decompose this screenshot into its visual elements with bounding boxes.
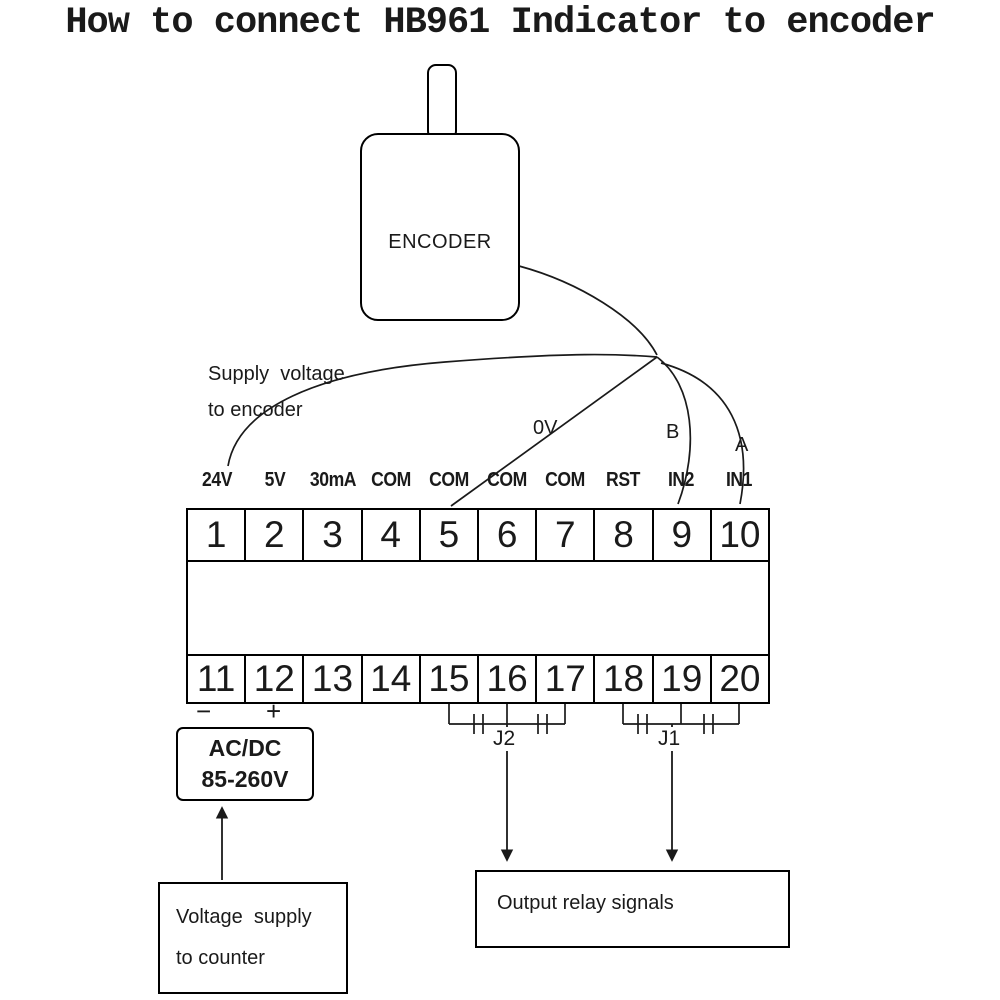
note-supply-voltage: Supply voltage	[208, 363, 345, 385]
acdc-supply-box: AC/DC 85-260V	[176, 727, 314, 801]
terminal-cell-13: 13	[304, 656, 363, 702]
encoder-label: ENCODER	[388, 230, 492, 253]
terminal-labels-row: 24V 5V 30mA COM COM COM COM RST IN2 IN1	[188, 462, 768, 492]
polarity-minus: −	[196, 696, 212, 726]
terminal-cell-1: 1	[188, 510, 247, 560]
note-to-encoder: to encoder	[208, 399, 303, 421]
terminal-cell-12: 12	[246, 656, 305, 702]
terminal-label-30ma: 30mA	[309, 469, 357, 491]
terminal-block: 1 2 3 4 5 6 7 8 9 10 11 12 13 14 15 16 1…	[186, 508, 770, 704]
voltage-supply-box: Voltage supply to counter	[158, 882, 348, 994]
acdc-voltage-range: 85-260V	[201, 766, 289, 792]
terminal-cell-16: 16	[479, 656, 538, 702]
acdc-label: AC/DC	[208, 734, 282, 761]
terminal-cell-5: 5	[421, 510, 480, 560]
terminal-cell-15: 15	[421, 656, 480, 702]
voltage-supply-line2: to counter	[176, 947, 265, 969]
terminal-label-com-1: COM	[371, 469, 411, 491]
voltage-supply-line1: Voltage supply	[176, 906, 312, 928]
terminal-label-com-3: COM	[487, 469, 527, 491]
encoder-body: ENCODER	[360, 133, 520, 321]
terminal-cell-9: 9	[654, 510, 712, 560]
terminal-label-5v: 5V	[264, 469, 286, 491]
terminal-cell-17: 17	[537, 656, 596, 702]
jumper-j1-label: J1	[655, 727, 684, 751]
terminal-cell-11: 11	[188, 656, 247, 702]
jumper-j2-label: J2	[490, 727, 519, 751]
page-title: How to connect HB961 Indicator to encode…	[65, 2, 935, 44]
terminal-cell-20: 20	[719, 658, 761, 699]
terminal-cell-6: 6	[479, 510, 538, 560]
terminal-cell-19: 19	[654, 656, 712, 702]
encoder-shaft	[427, 64, 457, 140]
terminal-label-rst: RST	[606, 469, 640, 491]
terminal-label-com-2: COM	[429, 469, 469, 491]
terminal-cell-10: 10	[719, 514, 761, 555]
terminal-cell-14: 14	[363, 656, 421, 702]
wire-encoder-cable	[518, 265, 658, 356]
output-relay-box: Output relay signals	[475, 870, 790, 948]
terminal-cell-7: 7	[537, 510, 596, 560]
terminal-row-bottom: 11 12 13 14 15 16 17 18 19 20	[188, 654, 768, 702]
terminal-cell-8: 8	[595, 510, 654, 560]
terminal-cell-3: 3	[304, 510, 363, 560]
terminal-cell-4: 4	[363, 510, 421, 560]
terminal-label-in1: IN1	[725, 469, 753, 491]
terminal-row-top: 1 2 3 4 5 6 7 8 9 10	[188, 510, 768, 562]
terminal-label-24v: 24V	[201, 469, 233, 491]
terminal-label-in2: IN2	[667, 469, 695, 491]
terminal-label-com-4: COM	[545, 469, 585, 491]
terminal-cell-2: 2	[246, 510, 305, 560]
label-0v: 0V	[533, 417, 558, 439]
output-relay-label: Output relay signals	[497, 892, 674, 914]
label-phase-b: B	[666, 421, 680, 443]
label-phase-a: A	[735, 434, 749, 456]
terminal-cell-18: 18	[595, 656, 654, 702]
polarity-plus: +	[266, 696, 282, 726]
